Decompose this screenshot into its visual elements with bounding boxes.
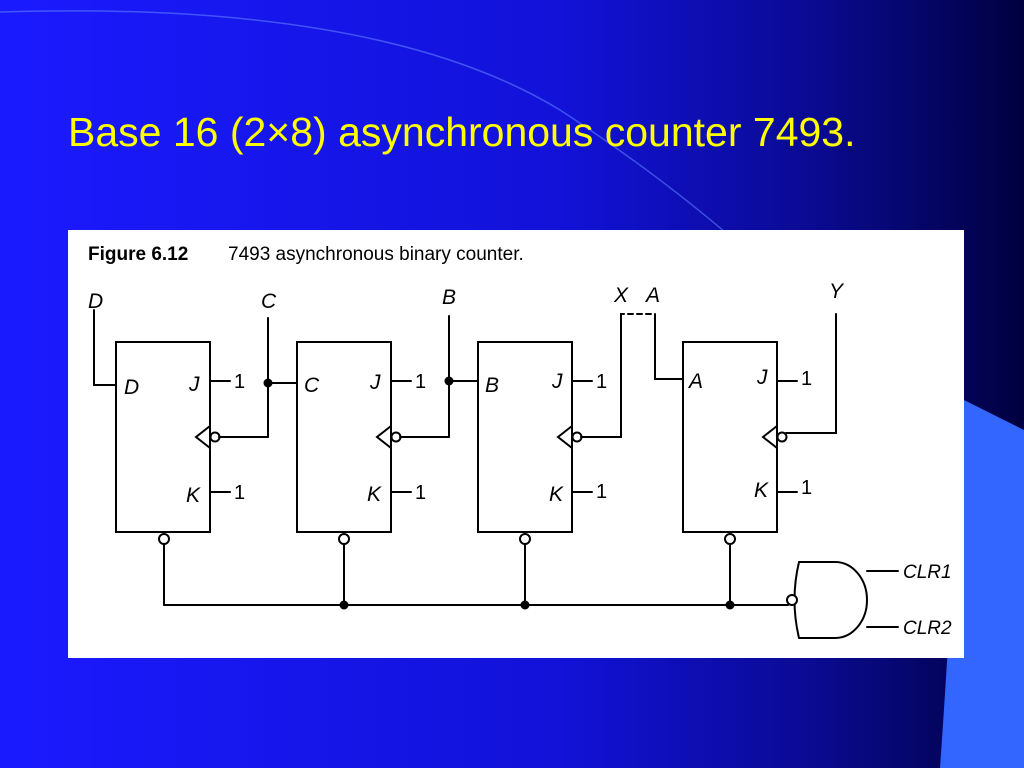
flipflop-3-j-label: J — [551, 370, 563, 393]
counter-diagram: Figure 6.12 7493 asynchronous binary cou… — [68, 230, 964, 658]
flipflop-4-q-label: A — [687, 370, 703, 393]
flipflop-3-clock-icon — [556, 425, 573, 449]
flipflop-1-clock-icon — [194, 425, 211, 449]
flipflop-2-q-label: C — [304, 374, 320, 397]
flipflop-2-k-value: 1 — [415, 482, 426, 504]
flipflop-3-clear-bubble — [519, 533, 531, 545]
output-a-wire — [654, 315, 684, 380]
flipflop-1-k-value: 1 — [234, 482, 245, 504]
label-clr2: CLR2 — [903, 618, 952, 639]
flipflop-4-clock-icon — [761, 425, 778, 449]
flipflop-3-k-value: 1 — [596, 481, 607, 503]
nand-gate-bubble — [786, 594, 798, 606]
flipflop-2-clock-icon — [375, 425, 392, 449]
flipflop-4-k-value: 1 — [801, 477, 812, 499]
flipflop-4-clock-bubble — [776, 431, 788, 443]
flipflop-4-j-label: J — [756, 366, 768, 389]
flipflop-3-j-value: 1 — [596, 371, 607, 393]
flipflop-1-j-label: J — [188, 373, 200, 396]
flipflop-4-k-label: K — [754, 479, 769, 502]
flipflop-1-clear-bubble — [158, 533, 170, 545]
flipflop-2-k-label: K — [367, 483, 382, 506]
flipflop-1-j-value: 1 — [234, 371, 245, 393]
label-output-b: B — [442, 286, 456, 309]
input-x-wire — [580, 315, 622, 438]
flipflop-4-j-value: 1 — [801, 368, 812, 390]
label-clr1: CLR1 — [903, 562, 952, 583]
label-output-a: A — [644, 284, 660, 307]
label-output-c: C — [261, 290, 277, 313]
x-a-dashed-link — [620, 313, 656, 317]
figure-caption-number: Figure 6.12 — [88, 244, 188, 265]
label-input-x: X — [613, 284, 629, 307]
flipflop-2-j-label: J — [369, 371, 381, 394]
output-d-wire — [93, 309, 117, 386]
flipflop-4-clear-bubble — [724, 533, 736, 545]
flipflop-1-q-label: D — [124, 376, 139, 399]
flipflop-2-j-value: 1 — [415, 371, 426, 393]
flipflop-2-clear-bubble — [338, 533, 350, 545]
nand-gate-icon — [793, 561, 868, 639]
flipflop-1-k-label: K — [186, 484, 201, 507]
slide-title: Base 16 (2×8) asynchronous counter 7493. — [68, 109, 856, 155]
decorative-swoosh — [0, 10, 741, 246]
flipflop-3-q-label: B — [485, 374, 499, 397]
label-output-d: D — [88, 290, 103, 313]
label-input-y: Y — [829, 280, 845, 303]
figure-caption-text: 7493 asynchronous binary counter. — [228, 244, 524, 265]
input-y-wire — [785, 313, 837, 434]
flipflop-3-k-label: K — [549, 483, 564, 506]
